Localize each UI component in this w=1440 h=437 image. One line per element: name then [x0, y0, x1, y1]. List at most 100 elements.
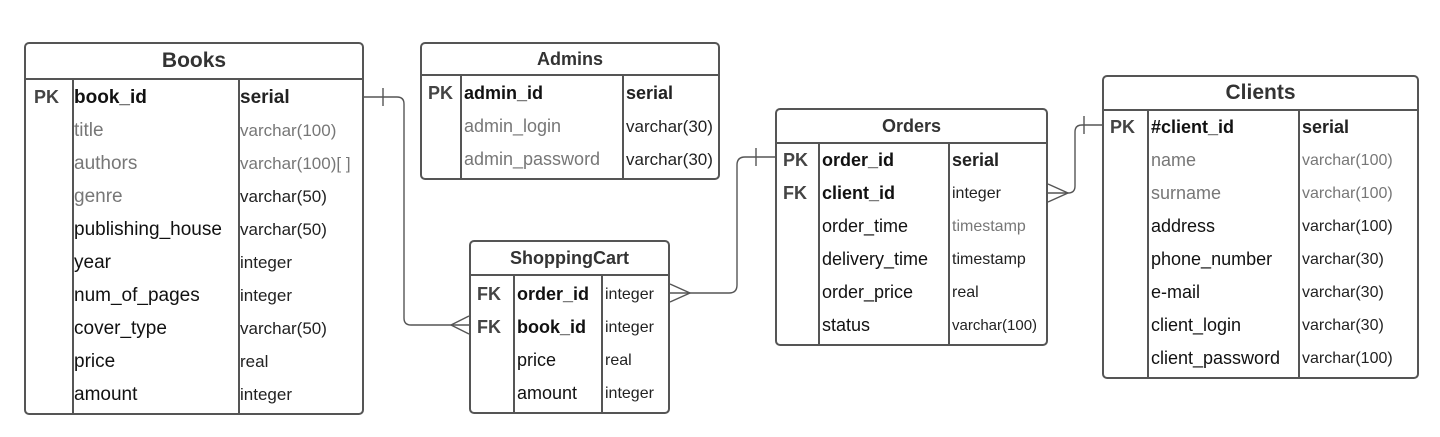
column-type: integer	[605, 385, 654, 402]
column-name: admin_id	[464, 83, 544, 103]
column-name: amount	[74, 384, 138, 405]
column-type: integer	[952, 185, 1001, 202]
column-name: num_of_pages	[74, 285, 200, 306]
key-marker: PK	[1110, 117, 1136, 137]
column-name: #client_id	[1151, 117, 1235, 137]
crow-foot-marker	[669, 283, 692, 303]
column-type: serial	[1302, 117, 1350, 137]
column-name: phone_number	[1151, 249, 1273, 269]
column-divider	[513, 276, 515, 412]
connector-books-shoppingcart	[364, 96, 469, 326]
column-type: varchar(100)[ ]	[240, 154, 351, 173]
column-type: integer	[240, 286, 292, 305]
column-type: varchar(30)	[1302, 251, 1384, 268]
column-name: authors	[74, 153, 138, 174]
column-name: title	[74, 120, 104, 141]
column-divider	[622, 76, 624, 178]
column-name: client_id	[822, 183, 896, 203]
column-divider	[1147, 111, 1149, 377]
table-row: year integer	[26, 246, 362, 279]
column-type: real	[952, 284, 979, 301]
column-name: client_login	[1151, 315, 1242, 335]
column-name: year	[74, 252, 111, 273]
column-type: integer	[605, 319, 654, 336]
table-row: price real	[26, 345, 362, 378]
column-name: order_id	[822, 150, 895, 170]
column-name: price	[74, 351, 116, 372]
column-type: integer	[240, 385, 292, 404]
column-type: varchar(50)	[240, 220, 327, 239]
column-name: book_id	[74, 87, 147, 108]
column-divider	[238, 80, 240, 413]
entity-title: Orders	[777, 110, 1046, 144]
column-name: cover_type	[74, 318, 167, 339]
column-name: order_time	[822, 216, 909, 236]
crow-foot-marker	[1047, 183, 1070, 203]
column-type: varchar(30)	[1302, 284, 1384, 301]
table-row: delivery_time timestamp	[777, 243, 1046, 276]
table-row: phone_number varchar(30)	[1104, 243, 1417, 276]
column-name: price	[517, 350, 557, 370]
column-type: varchar(100)	[1302, 350, 1393, 367]
column-type: varchar(100)	[1302, 152, 1393, 169]
column-type: integer	[605, 286, 654, 303]
column-type: timestamp	[952, 218, 1026, 235]
table-row: PK book_id serial	[26, 81, 362, 114]
column-type: real	[605, 352, 632, 369]
table-row: price real	[471, 344, 668, 377]
column-type: serial	[626, 83, 674, 103]
column-type: varchar(30)	[626, 117, 713, 136]
key-marker: PK	[428, 83, 454, 103]
table-row: order_time timestamp	[777, 210, 1046, 243]
entity-title: Clients	[1104, 77, 1417, 111]
column-divider	[72, 80, 74, 413]
column-divider	[948, 144, 950, 344]
column-divider	[460, 76, 462, 178]
column-name: e-mail	[1151, 282, 1201, 302]
table-row: PK admin_id serial	[422, 77, 718, 110]
column-name: order_id	[517, 284, 590, 304]
column-name: book_id	[517, 317, 587, 337]
connector-clients-orders	[1048, 124, 1102, 194]
column-type: integer	[240, 253, 292, 272]
column-divider	[818, 144, 820, 344]
column-type: timestamp	[952, 251, 1026, 268]
column-type: varchar(30)	[626, 150, 713, 169]
table-row: FK client_id integer	[777, 177, 1046, 210]
column-divider	[1298, 111, 1300, 377]
table-row: FK order_id integer	[471, 278, 668, 311]
column-name: surname	[1151, 183, 1222, 203]
entity-title: ShoppingCart	[471, 242, 668, 276]
key-marker: FK	[783, 183, 807, 203]
column-type: varchar(100)	[1302, 218, 1393, 235]
connector-orders-shoppingcart	[670, 156, 775, 294]
crow-foot-marker	[449, 315, 470, 335]
column-name: admin_password	[464, 149, 601, 169]
table-row: PK #client_id serial	[1104, 111, 1417, 144]
column-name: delivery_time	[822, 249, 929, 269]
column-type: real	[240, 352, 269, 371]
table-row: e-mail varchar(30)	[1104, 276, 1417, 309]
column-name: address	[1151, 216, 1216, 236]
key-marker: PK	[34, 87, 60, 107]
table-row: admin_password varchar(30)	[422, 143, 718, 176]
key-marker: FK	[477, 284, 501, 304]
column-type: serial	[952, 150, 1000, 170]
column-type: serial	[240, 87, 290, 108]
column-name: admin_login	[464, 116, 562, 136]
